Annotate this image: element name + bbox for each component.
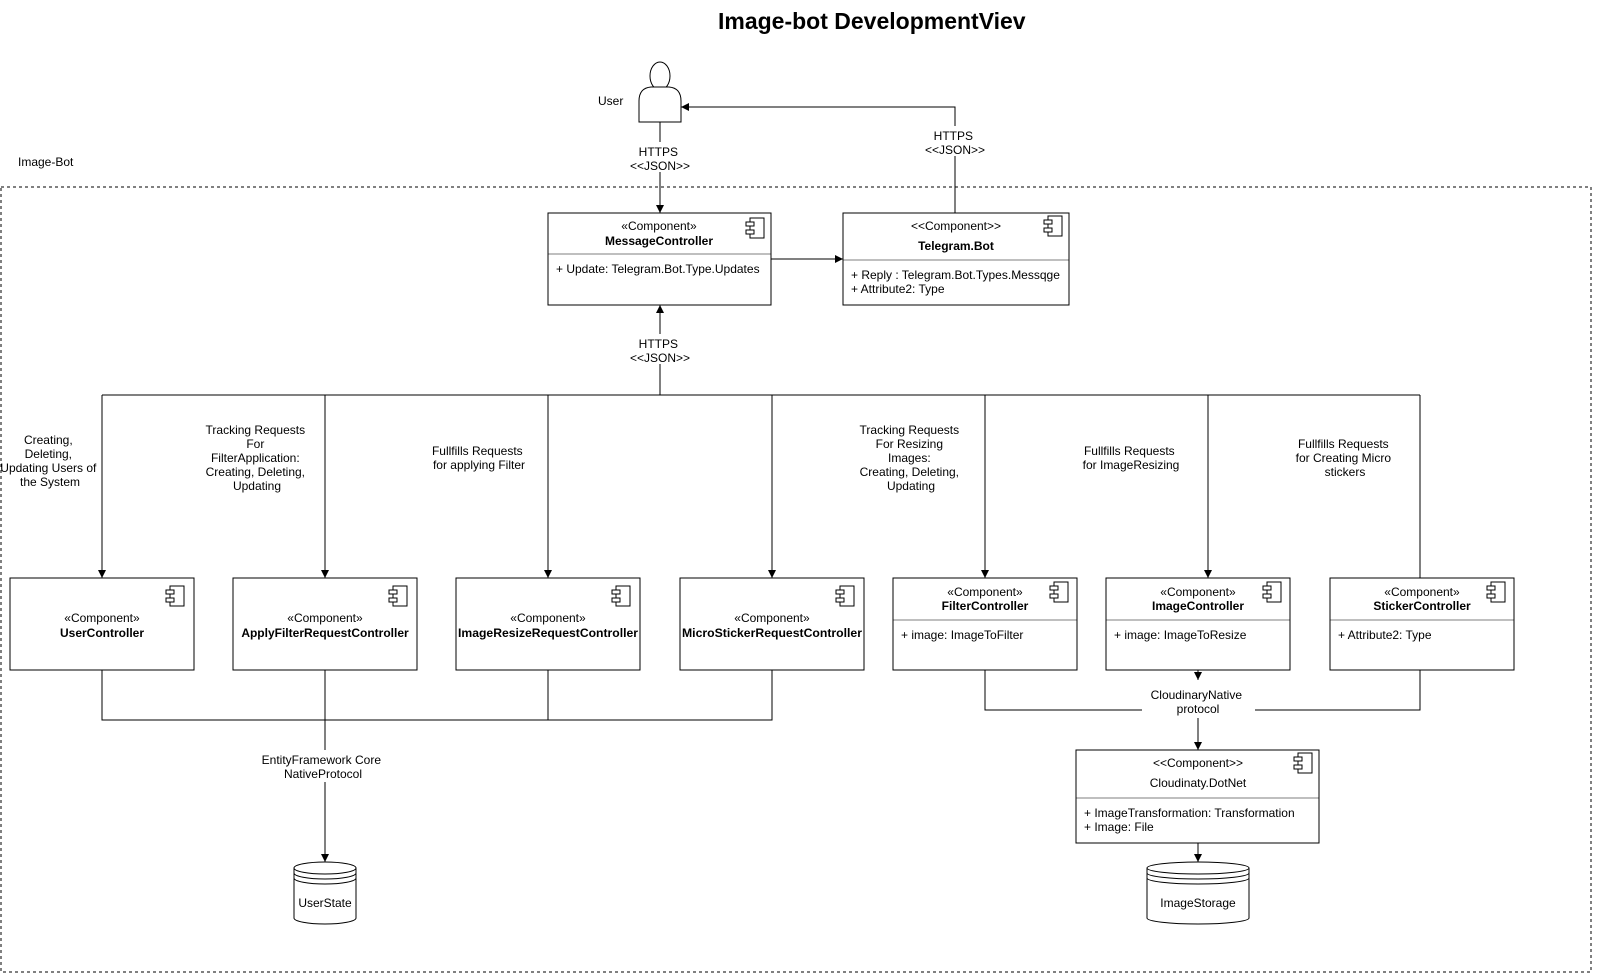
svg-text:UserState: UserState xyxy=(298,896,352,910)
edge-left-collector xyxy=(101,670,773,721)
svg-text:«Component»: «Component» xyxy=(734,611,810,625)
svg-text:+ image: ImageToResize: + image: ImageToResize xyxy=(1114,628,1247,642)
svg-text:Telegram.Bot: Telegram.Bot xyxy=(918,239,994,253)
svg-text:«Component»: «Component» xyxy=(1384,585,1460,599)
annotation-filter-ctrl: Tracking Requests For Resizing Images: C… xyxy=(860,423,963,493)
component-image-resize-request-controller[interactable]: «Component» ImageResizeRequestController xyxy=(455,577,641,671)
component-micro-sticker-request-controller[interactable]: «Component» MicroStickerRequestControlle… xyxy=(679,577,865,671)
svg-text:+ Attribute2: Type: + Attribute2: Type xyxy=(1338,628,1432,642)
svg-text:«Component»: «Component» xyxy=(1160,585,1236,599)
component-image-controller[interactable]: «Component» ImageController + image: Ima… xyxy=(1105,577,1291,671)
component-apply-filter-request-controller[interactable]: «Component» ApplyFilterRequestController xyxy=(232,577,418,671)
svg-text:ImageResizeRequestController: ImageResizeRequestController xyxy=(458,626,638,640)
annotation-image-ctrl: Fullfills Requests for ImageResizing xyxy=(1083,444,1180,472)
component-message-controller[interactable]: «Component» MessageController + Update: … xyxy=(547,212,772,306)
user-actor-icon xyxy=(638,61,682,123)
svg-text:UserController: UserController xyxy=(60,626,144,640)
edge-label-ef-core: EntityFramework Core NativeProtocol xyxy=(262,753,385,781)
svg-text:«Component»: «Component» xyxy=(287,611,363,625)
database-imagestorage[interactable]: ImageStorage xyxy=(1146,861,1250,925)
svg-text:StickerController: StickerController xyxy=(1373,599,1471,613)
edge-telegram-to-user xyxy=(681,103,956,213)
boundary-label: Image-Bot xyxy=(18,155,74,169)
svg-text:+ Reply : Telegram.Bot.Types.M: + Reply : Telegram.Bot.Types.Messqge xyxy=(851,268,1060,282)
svg-text:«Component»: «Component» xyxy=(621,219,697,233)
edge-label-bus: HTTPS <<JSON>> xyxy=(630,337,690,365)
annotation-user-ctrl: Creating, Deleting, Updating Users of th… xyxy=(0,433,99,489)
page-title: Image-bot DevelopmentViev xyxy=(718,8,1026,34)
annotation-apply-filter: Tracking Requests For FilterApplication:… xyxy=(206,423,309,493)
svg-text:+ Attribute2: Type: + Attribute2: Type xyxy=(851,282,945,296)
svg-text:MessageController: MessageController xyxy=(605,234,713,248)
system-boundary xyxy=(0,186,1592,973)
edge-sticker-to-cloud xyxy=(1255,670,1421,711)
annotation-image-resize: Fullfills Requests for applying Filter xyxy=(432,444,526,472)
svg-text:«Component»: «Component» xyxy=(64,611,140,625)
svg-text:<<Component>>: <<Component>> xyxy=(1153,756,1243,770)
svg-text:ImageController: ImageController xyxy=(1152,599,1244,613)
svg-text:+ Update: Telegram.Bot.Type.Up: + Update: Telegram.Bot.Type.Updates xyxy=(556,262,760,276)
svg-text:ImageStorage: ImageStorage xyxy=(1160,896,1236,910)
component-cloudinary-dotnet[interactable]: <<Component>> Cloudinaty.DotNet + ImageT… xyxy=(1075,749,1320,844)
svg-text:ApplyFilterRequestController: ApplyFilterRequestController xyxy=(241,626,409,640)
svg-text:+ ImageTransformation: Transfo: + ImageTransformation: Transformation xyxy=(1084,806,1295,820)
svg-text:+ Image: File: + Image: File xyxy=(1084,820,1154,834)
svg-text:FilterController: FilterController xyxy=(942,599,1029,613)
svg-text:«Component»: «Component» xyxy=(510,611,586,625)
svg-text:+ image: ImageToFilter: + image: ImageToFilter xyxy=(901,628,1023,642)
svg-text:«Component»: «Component» xyxy=(947,585,1023,599)
edge-label-user-in: HTTPS <<JSON>> xyxy=(630,145,690,173)
component-telegram-bot[interactable]: <<Component>> Telegram.Bot + Reply : Tel… xyxy=(842,212,1070,306)
component-user-controller[interactable]: «Component» UserController xyxy=(9,577,195,671)
edge-label-user-out: HTTPS <<JSON>> xyxy=(925,129,985,157)
edge-label-cloudinary-native: CloudinaryNative protocol xyxy=(1151,688,1246,716)
annotation-sticker-ctrl: Fullfills Requests for Creating Micro st… xyxy=(1296,437,1395,479)
component-filter-controller[interactable]: «Component» FilterController + image: Im… xyxy=(892,577,1078,671)
edges xyxy=(98,103,1421,862)
svg-text:<<Component>>: <<Component>> xyxy=(911,219,1001,233)
svg-text:Cloudinaty.DotNet: Cloudinaty.DotNet xyxy=(1150,776,1247,790)
database-userstate[interactable]: UserState xyxy=(293,861,357,925)
user-label: User xyxy=(598,94,623,108)
component-sticker-controller[interactable]: «Component» StickerController + Attribut… xyxy=(1329,577,1515,671)
svg-text:MicroStickerRequestController: MicroStickerRequestController xyxy=(682,626,862,640)
edge-filter-to-cloud xyxy=(984,670,1142,711)
